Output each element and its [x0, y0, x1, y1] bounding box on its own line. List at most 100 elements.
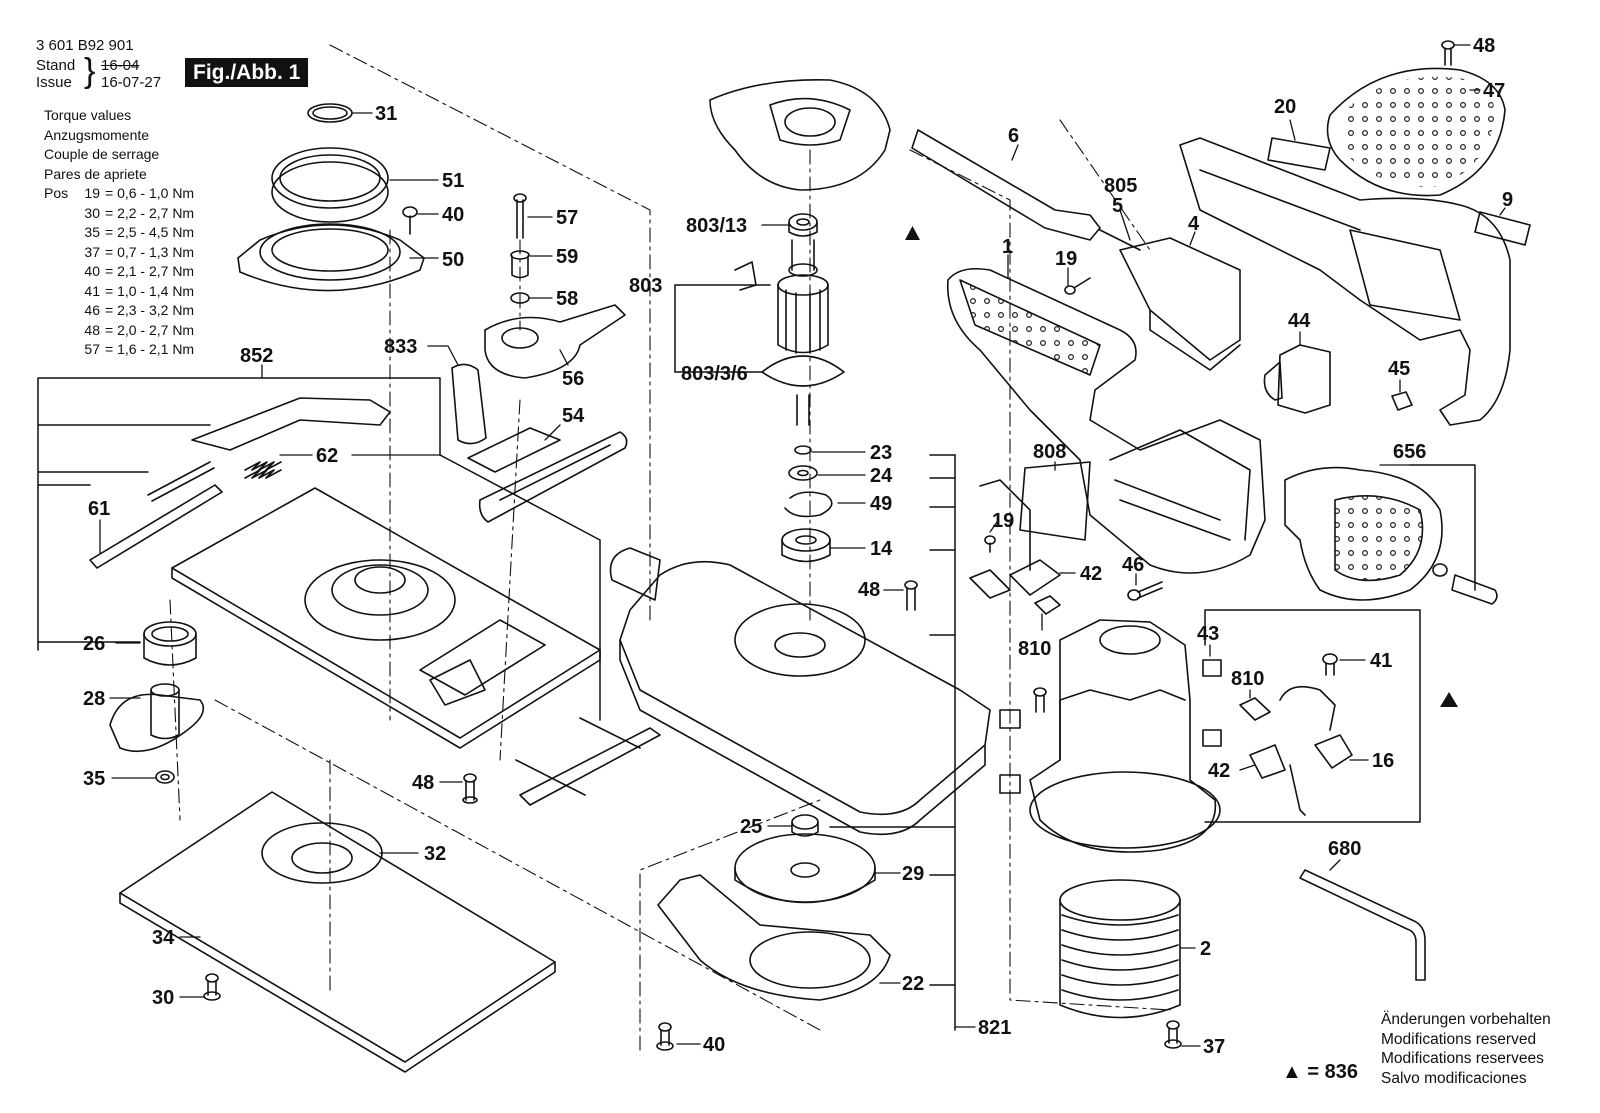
- stand-date: 16-04: [101, 57, 140, 74]
- modifications-de: Änderungen vorbehalten: [1381, 1011, 1551, 1028]
- rubber-block: [1202, 729, 1222, 747]
- part-30-screw: [203, 973, 221, 1001]
- callout-9: 9: [1502, 189, 1513, 211]
- torque-row: 40= 2,1 - 2,7 Nm: [84, 263, 195, 279]
- pos-label: Pos: [44, 185, 69, 201]
- torque-row: 48= 2,0 - 2,7 Nm: [84, 321, 195, 338]
- part-42-brush-holder-right: [1249, 744, 1306, 816]
- part-9-label: [1474, 211, 1531, 246]
- torque-values-block: Torque values Anzugsmomente Couple de se…: [44, 106, 194, 360]
- callout-48: 48: [858, 579, 880, 601]
- torque-row: 41= 1,0 - 1,4 Nm: [84, 282, 195, 299]
- part-810-carbon-brush: [1034, 595, 1061, 615]
- callout-40: 40: [442, 204, 464, 226]
- callout-23: 23: [870, 442, 892, 464]
- callout-44: 44: [1288, 310, 1311, 332]
- callout-48: 48: [1473, 35, 1495, 57]
- callout-4: 4: [1188, 213, 1200, 235]
- callout-50: 50: [442, 249, 464, 271]
- rubber-block: [999, 709, 1021, 729]
- callout-803-3-6: 803/3/6: [681, 363, 748, 385]
- callout-803-13: 803/13: [686, 215, 747, 237]
- triangle-marker-icon: [905, 226, 920, 240]
- torque-title-de: Anzugsmomente: [44, 126, 150, 143]
- part-19-screw: [1064, 277, 1091, 295]
- callout-810: 810: [1018, 638, 1051, 660]
- part-34-sanding-pad: [119, 791, 556, 1073]
- modifications-notice: Änderungen vorbehalten Modifications res…: [1381, 1010, 1551, 1088]
- motor-housing-half: [1179, 137, 1511, 426]
- part-35-nut: [155, 770, 175, 784]
- callout-45: 45: [1388, 358, 1410, 380]
- part-803-3-6-armature: [761, 239, 845, 426]
- part-656-front-handle: [1284, 466, 1498, 605]
- part-43-rubber-block: [1202, 659, 1222, 677]
- part-37-screw: [1164, 1020, 1182, 1049]
- callout-42: 42: [1208, 760, 1230, 782]
- torque-title-en: Torque values: [44, 107, 132, 123]
- part-51-bearing-ring: [271, 147, 389, 223]
- part-62-spring: [244, 461, 282, 479]
- part-2-field-coil: [1059, 879, 1181, 1019]
- modifications-fr: Modifications reservees: [1381, 1050, 1544, 1067]
- part-56-lever: [484, 304, 626, 379]
- callout-833: 833: [384, 336, 417, 358]
- callout-48: 48: [412, 772, 434, 794]
- triangle-legend-value: = 836: [1307, 1061, 1358, 1083]
- part-42-brush-holder-left: [969, 479, 1061, 599]
- part-19-screw-b: [984, 535, 996, 553]
- brush-wire: [1279, 685, 1336, 731]
- issue-date: 16-07-27: [101, 74, 162, 91]
- callout-37: 37: [1203, 1036, 1225, 1058]
- part-28-eccentric: [109, 683, 205, 752]
- callout-43: 43: [1197, 623, 1219, 645]
- main-gear-housing: [609, 547, 991, 836]
- part-20-label: [1267, 137, 1331, 171]
- part-58-clip: [510, 292, 530, 304]
- callout-31: 31: [375, 103, 397, 125]
- callout-51: 51: [442, 170, 464, 192]
- part-29-fan-disc: [734, 833, 876, 904]
- part-54-clamp: [467, 427, 628, 523]
- torque-row: 35= 2,5 - 4,5 Nm: [84, 224, 195, 240]
- callout-35: 35: [83, 768, 105, 790]
- part-1-handle-housing: [946, 267, 1266, 574]
- callout-821: 821: [978, 1017, 1011, 1039]
- callout-19: 19: [1055, 248, 1077, 270]
- stand-label: Stand: [36, 57, 76, 74]
- callout-29: 29: [902, 863, 924, 885]
- callout-labels: 31 51 40 50 57 59 58 833 56 54 852 62 61…: [83, 35, 1513, 1058]
- part-49-circlip: [784, 491, 833, 518]
- part-47-dust-cover: [1326, 67, 1506, 197]
- callout-41: 41: [1370, 650, 1392, 672]
- part-44-electronic-module: [1263, 344, 1331, 414]
- part-40-screw-bottom: [656, 1022, 674, 1051]
- part-833-knob: [451, 363, 487, 445]
- callout-28: 28: [83, 688, 105, 710]
- part-16-brush-plate: [1314, 734, 1353, 769]
- callout-25: 25: [740, 816, 762, 838]
- fan-cover: [709, 79, 891, 191]
- torque-row: 30= 2,2 - 2,7 Nm: [84, 204, 195, 221]
- part-26-bearing: [143, 621, 197, 666]
- callout-2: 2: [1200, 938, 1211, 960]
- callout-16: 16: [1372, 750, 1394, 772]
- triangle-legend: ▲ = 836: [1282, 1061, 1358, 1084]
- callout-852: 852: [240, 345, 273, 367]
- figure-label: Fig./Abb. 1: [185, 58, 309, 87]
- torque-row: 57= 1,6 - 2,1 Nm: [84, 341, 195, 357]
- rod-assembly: [515, 717, 661, 806]
- part-23-washer: [794, 445, 812, 455]
- callout-40: 40: [703, 1034, 725, 1056]
- issue-label: Issue: [36, 74, 72, 91]
- part-14-bearing: [781, 528, 831, 563]
- part-50-housing: [237, 223, 425, 292]
- callout-680: 680: [1328, 838, 1361, 860]
- group-brackets: [37, 284, 1476, 1031]
- modifications-es: Salvo modificaciones: [1381, 1069, 1527, 1087]
- callout-808: 808: [1033, 441, 1066, 463]
- callout-1: 1: [1002, 236, 1013, 258]
- callout-810: 810: [1231, 668, 1264, 690]
- callout-49: 49: [870, 493, 892, 515]
